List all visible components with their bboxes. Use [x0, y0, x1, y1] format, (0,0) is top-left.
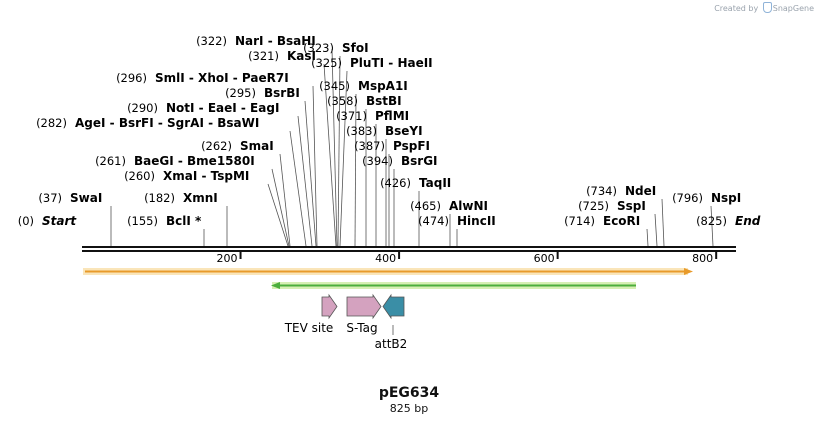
- enzyme-position: (290): [127, 101, 158, 115]
- ruler-tick-label: 600: [534, 252, 555, 265]
- enzyme-name[interactable]: TaqII: [419, 176, 451, 190]
- credit-brand: SnapGene: [772, 4, 814, 13]
- enzyme-leader-line: [661, 198, 665, 247]
- enzyme-name[interactable]: XmnI: [183, 191, 218, 205]
- enzyme-position: (260): [124, 169, 155, 183]
- enzyme-position: (394): [362, 154, 393, 168]
- enzyme-name[interactable]: BstBI: [366, 94, 402, 108]
- enzyme-leader-line: [354, 93, 357, 247]
- feature-label: attB2: [375, 337, 408, 351]
- ruler: 200 400 600 800: [217, 252, 718, 265]
- enzyme-position: (295): [225, 86, 256, 100]
- enzyme-name[interactable]: AlwNI: [449, 199, 488, 213]
- enzyme-position: (725): [578, 199, 609, 213]
- enzyme-position: (825): [696, 214, 727, 228]
- enzyme-name[interactable]: NarI - BsaHI: [235, 34, 316, 48]
- enzyme-leader-line: [271, 168, 290, 247]
- enzyme-name[interactable]: MspA1I: [358, 79, 408, 93]
- enzyme-leader-line: [654, 213, 658, 247]
- green-orf-arrow[interactable]: [271, 282, 636, 289]
- credit-prefix: Created by: [714, 4, 759, 13]
- enzyme-name[interactable]: KasI: [287, 49, 316, 63]
- enzyme-name[interactable]: BsrGI: [401, 154, 438, 168]
- enzyme-position: (37): [38, 191, 62, 205]
- enzyme-name[interactable]: BaeGI - Bme1580I: [134, 154, 255, 168]
- enzyme-position: (734): [586, 184, 617, 198]
- enzyme-position: (387): [354, 139, 385, 153]
- enzyme-position: (383): [346, 124, 377, 138]
- enzyme-name[interactable]: BseYI: [385, 124, 423, 138]
- enzyme-name[interactable]: BsrBI: [264, 86, 300, 100]
- enzyme-position: (322): [196, 34, 227, 48]
- snapgene-credit: Created by SnapGene: [714, 2, 814, 13]
- enzyme-position: (426): [380, 176, 411, 190]
- enzyme-position: (714): [564, 214, 595, 228]
- enzyme-name[interactable]: NspI: [711, 191, 741, 205]
- enzyme-position: (474): [418, 214, 449, 228]
- enzyme-name[interactable]: End: [735, 214, 761, 228]
- enzyme-position: (465): [410, 199, 441, 213]
- enzyme-position: (282): [36, 116, 67, 130]
- sequence-backbone: [82, 246, 736, 252]
- enzyme-name[interactable]: PluTI - HaeII: [350, 56, 433, 70]
- enzyme-position: (321): [248, 49, 279, 63]
- enzyme-position: (323): [303, 41, 334, 55]
- orange-orf-arrow[interactable]: [83, 268, 693, 275]
- enzyme-name[interactable]: BclI *: [166, 214, 202, 228]
- feature-track: TEV site S-Tag attB2: [284, 293, 408, 351]
- enzyme-name[interactable]: EcoRI: [603, 214, 640, 228]
- feature-arrow[interactable]: [382, 293, 405, 320]
- enzyme-name[interactable]: NotI - EaeI - EagI: [166, 101, 279, 115]
- enzyme-leader-line: [323, 63, 337, 247]
- snapgene-logo-icon: [762, 2, 772, 13]
- enzyme-leader-lines: [110, 48, 714, 247]
- enzyme-leader-line: [339, 70, 348, 247]
- enzyme-name[interactable]: SmaI: [240, 139, 274, 153]
- feature-arrow[interactable]: [321, 293, 338, 320]
- enzyme-name[interactable]: SspI: [617, 199, 646, 213]
- enzyme-leader-line: [312, 85, 318, 247]
- enzyme-labels: (0) Start (37) SwaI (155) BclI * (182) XmnI (260…: [18, 34, 761, 228]
- enzyme-position: (0): [18, 214, 34, 228]
- enzyme-position: (358): [327, 94, 358, 108]
- ruler-tick-label: 200: [217, 252, 238, 265]
- enzyme-leader-line: [297, 115, 313, 247]
- enzyme-name[interactable]: Start: [42, 214, 77, 228]
- enzyme-name[interactable]: SmlI - XhoI - PaeR7I: [155, 71, 289, 85]
- enzyme-name[interactable]: PspFI: [393, 139, 430, 153]
- enzyme-leader-line: [289, 130, 307, 247]
- enzyme-leader-line: [331, 48, 338, 247]
- enzyme-leader-line: [279, 153, 291, 247]
- enzyme-leader-line: [267, 183, 289, 247]
- enzyme-position: (345): [319, 79, 350, 93]
- plasmid-length: 825 bp: [389, 402, 429, 415]
- feature-label: TEV site: [284, 321, 334, 335]
- ruler-tick-label: 800: [692, 252, 713, 265]
- enzyme-name[interactable]: SwaI: [70, 191, 102, 205]
- feature-arrow[interactable]: [346, 293, 382, 320]
- enzyme-position: (155): [127, 214, 158, 228]
- enzyme-name[interactable]: NdeI: [625, 184, 656, 198]
- enzyme-name[interactable]: SfoI: [342, 41, 369, 55]
- enzyme-position: (325): [311, 56, 342, 70]
- enzyme-position: (796): [672, 191, 703, 205]
- enzyme-position: (261): [95, 154, 126, 168]
- enzyme-leader-line: [337, 55, 341, 247]
- enzyme-leader-line: [710, 205, 714, 247]
- enzyme-name[interactable]: PflMI: [375, 109, 409, 123]
- plasmid-name: pEG634: [378, 385, 440, 401]
- enzyme-name[interactable]: HincII: [457, 214, 496, 228]
- enzyme-leader-line: [304, 100, 317, 247]
- enzyme-name[interactable]: AgeI - BsrFI - SgrAI - BsaWI: [75, 116, 259, 130]
- enzyme-position: (182): [144, 191, 175, 205]
- ruler-tick-label: 400: [375, 252, 396, 265]
- enzyme-position: (371): [336, 109, 367, 123]
- enzyme-name[interactable]: XmaI - TspMI: [163, 169, 249, 183]
- feature-label: S-Tag: [346, 321, 377, 335]
- enzyme-leader-line: [646, 228, 649, 247]
- enzyme-position: (262): [201, 139, 232, 153]
- enzyme-position: (296): [116, 71, 147, 85]
